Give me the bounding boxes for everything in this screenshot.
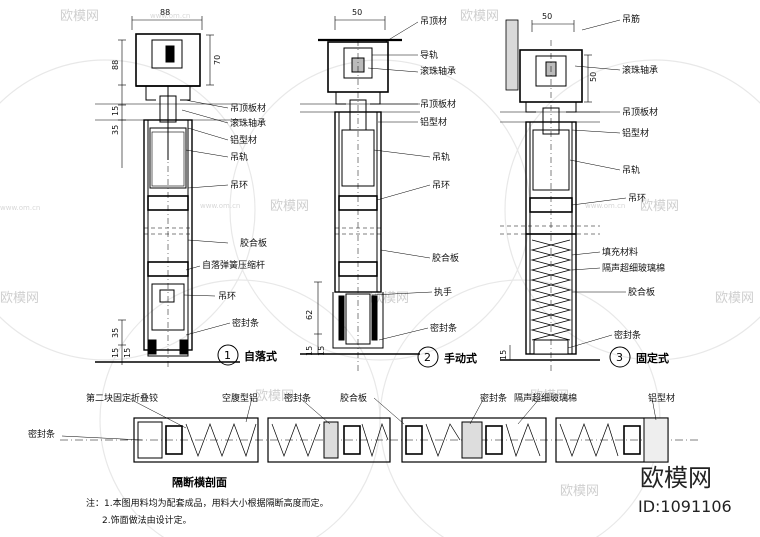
view-1-auto-drop xyxy=(95,16,240,370)
dim-height: 88 xyxy=(111,60,120,70)
callout-label: 胶合板 xyxy=(432,252,459,264)
callout-label: 吊顶板材 xyxy=(230,102,266,114)
view-number: 1 xyxy=(224,349,231,362)
dim-height: 70 xyxy=(213,55,222,65)
callout-label: 吊环 xyxy=(218,291,236,302)
callout-label: 第二块固定折叠铰 xyxy=(86,392,158,404)
watermark-url: www.om.cn xyxy=(150,12,190,20)
dim-height: 35 xyxy=(111,125,120,135)
watermark-text-layer: 欧模网 www.om.cn 欧模网 www.om.cn 欧模网 www.om.c… xyxy=(0,9,754,499)
notes: 注：1.本图用料均为配套成品，用料大小根据隔断高度而定。 2.饰面做法由设计定。 xyxy=(86,497,329,526)
watermark-text: 欧模网 xyxy=(60,9,99,24)
callout-label: 滚珠轴承 xyxy=(622,64,658,76)
view-1-texts: 88 70 88 15 35 35 15 15 吊顶板材 滚珠轴承 铝型材 吊轨… xyxy=(111,8,277,363)
dim-height: 50 xyxy=(589,72,598,82)
callout-label: 胶合板 xyxy=(628,286,655,298)
callout-label: 胶合板 xyxy=(240,237,267,249)
view-number: 2 xyxy=(424,351,431,364)
dim-height: 35 xyxy=(111,328,120,338)
view-3-texts: 50 50 15 吊筋 滚珠轴承 吊顶板材 铝型材 吊轨 吊环 填充材料 隔声超… xyxy=(499,12,669,365)
brand-id: ID:1091106 xyxy=(638,497,732,516)
callout-label: 密封条 xyxy=(28,428,55,440)
callout-label: 密封条 xyxy=(480,392,507,404)
callout-label: 导轨 xyxy=(420,49,438,61)
view-caption: 手动式 xyxy=(444,351,477,365)
dim-height: 15 xyxy=(123,348,132,358)
watermark-url: www.om.cn xyxy=(200,202,240,210)
watermark-text: 欧模网 xyxy=(640,199,679,214)
brand-stamp: 欧模网 ID:1091106 xyxy=(638,464,732,516)
watermark-text: 欧模网 xyxy=(530,389,569,404)
callout-label: 空腹型铝 xyxy=(222,392,258,404)
callout-label: 吊轨 xyxy=(622,164,640,176)
view-caption: 自落式 xyxy=(244,349,277,363)
dim-height: 15 xyxy=(499,350,508,360)
section-title: 隔断横剖面 xyxy=(172,475,227,489)
dim-width: 50 xyxy=(542,12,552,21)
callout-label: 滚珠轴承 xyxy=(230,117,266,129)
watermark-text: 欧模网 xyxy=(255,389,294,404)
callout-label: 吊顶板材 xyxy=(622,106,658,118)
watermark-text: 欧模网 xyxy=(0,291,39,306)
watermark-text: 欧模网 xyxy=(270,199,309,214)
callout-label: 吊顶材 xyxy=(420,15,447,27)
watermark-url: www.om.cn xyxy=(585,202,625,210)
watermark-url: www.om.cn xyxy=(0,204,40,212)
note-line: 2.饰面做法由设计定。 xyxy=(102,514,192,526)
dim-height: 15 xyxy=(317,346,326,356)
horizontal-section xyxy=(60,397,700,463)
callout-label: 吊环 xyxy=(628,193,646,204)
callout-label: 滚珠轴承 xyxy=(420,65,456,77)
watermark-text: 欧模网 xyxy=(460,9,499,24)
brand-name: 欧模网 xyxy=(640,464,712,492)
dim-height: 15 xyxy=(305,346,314,356)
note-line: 注：1.本图用料均为配套成品，用料大小根据隔断高度而定。 xyxy=(86,497,329,509)
callout-label: 吊环 xyxy=(432,180,450,191)
callout-label: 铝型材 xyxy=(648,392,675,404)
view-caption: 固定式 xyxy=(636,351,669,365)
callout-label: 隔声超细玻璃棉 xyxy=(514,392,577,404)
dim-width: 50 xyxy=(352,8,362,17)
callout-label: 密封条 xyxy=(284,392,311,404)
view-3-fixed xyxy=(500,19,631,372)
view-number: 3 xyxy=(616,351,623,364)
callout-label: 铝型材 xyxy=(622,127,649,139)
callout-label: 密封条 xyxy=(614,329,641,341)
callout-label: 密封条 xyxy=(232,317,259,329)
callout-label: 胶合板 xyxy=(340,392,367,404)
callout-label: 吊顶板材 xyxy=(420,98,456,110)
callout-label: 吊筋 xyxy=(622,13,640,25)
callout-label: 隔声超细玻璃棉 xyxy=(602,262,665,274)
callout-label: 吊环 xyxy=(230,180,248,191)
dim-width: 88 xyxy=(160,8,170,17)
watermark-text: 欧模网 xyxy=(560,484,599,499)
callout-label: 铝型材 xyxy=(420,116,447,128)
callout-label: 铝型材 xyxy=(230,134,257,146)
horizontal-section-texts: 第二块固定折叠铰 密封条 空腹型铝 密封条 胶合板 密封条 隔声超细玻璃棉 铝型… xyxy=(28,392,675,489)
callout-label: 填充材料 xyxy=(602,246,638,258)
callout-label: 自落弹簧压缩杆 xyxy=(202,259,265,271)
dim-height: 15 xyxy=(111,106,120,116)
callout-label: 密封条 xyxy=(430,322,457,334)
callout-label: 执手 xyxy=(434,286,452,298)
dim-height: 15 xyxy=(111,348,120,358)
callout-label: 吊轨 xyxy=(230,151,248,163)
view-2-manual xyxy=(300,16,439,372)
view-2-texts: 50 62 15 15 吊顶材 导轨 滚珠轴承 吊顶板材 铝型材 吊轨 吊环 胶… xyxy=(305,8,477,365)
watermark-text: 欧模网 xyxy=(715,291,754,306)
watermark-layer xyxy=(0,59,760,537)
callout-label: 吊轨 xyxy=(432,151,450,163)
dim-height: 62 xyxy=(305,310,314,320)
